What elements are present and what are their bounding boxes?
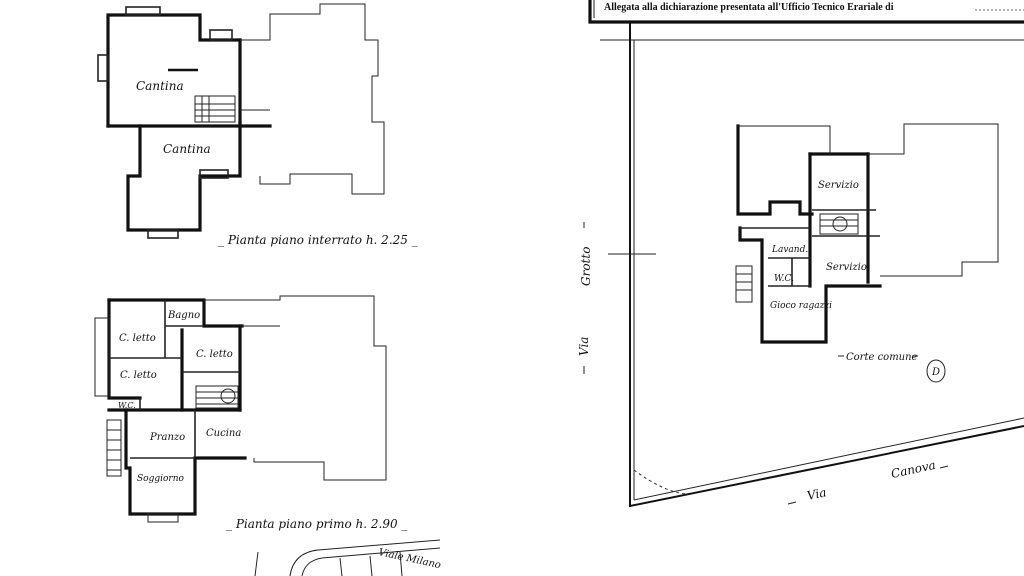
first-floor-caption: _ Pianta piano primo h. 2.90 _ xyxy=(226,517,407,531)
street-label-grotto: Grotto xyxy=(579,247,593,286)
first-floor-room-label: C. letto xyxy=(196,349,233,360)
first-floor-room-label: Pranzo xyxy=(149,432,185,443)
ground-floor-room-label: W.C. xyxy=(774,274,794,284)
viale-milano-fragment: Viale Milano xyxy=(254,539,442,576)
street-label-grotto-via: Via xyxy=(577,337,591,356)
ground-floor-room-label: Servizio xyxy=(818,180,859,191)
street-label-canova-via: Via xyxy=(806,485,828,503)
first-floor-room-label: Soggiorno xyxy=(137,474,185,484)
header-strip: Allegata alla dichiarazione presentata a… xyxy=(588,0,1024,41)
first-floor-room-label: C. letto xyxy=(120,370,157,381)
basement-stair xyxy=(194,95,236,123)
exterior-stair xyxy=(106,419,122,477)
street-label-canova: Canova xyxy=(890,458,937,481)
first-floor-stair xyxy=(195,385,239,409)
site-plan: Servizio Lavand. W.C. Servizio Gioco rag… xyxy=(577,21,1024,508)
first-floor-room-label: W.C. xyxy=(118,401,136,410)
ground-floor-room-label: Servizio xyxy=(826,262,867,273)
first-floor-plan: C. letto C. letto Bagno C. letto W.C. Pr… xyxy=(94,295,407,531)
ground-floor-stair xyxy=(819,213,859,235)
ground-exterior-stair xyxy=(735,265,753,303)
header-text: Allegata alla dichiarazione presentata a… xyxy=(604,2,894,13)
ground-floor-plan: Servizio Lavand. W.C. Servizio Gioco rag… xyxy=(735,123,999,344)
ground-floor-room-label: Lavand. xyxy=(771,245,808,255)
ground-floor-room-label: Gioco ragazzi xyxy=(770,301,832,311)
first-floor-room-label: Bagno xyxy=(167,310,200,321)
basement-plan: Cantina Cantina _ Pianta piano interrato… xyxy=(97,3,418,247)
plot-mark-circle xyxy=(926,359,946,383)
basement-caption: _ Pianta piano interrato h. 2.25 _ xyxy=(218,233,418,247)
first-floor-room-label: C. letto xyxy=(119,333,156,344)
plot-mark: D xyxy=(931,367,940,378)
basement-room-label: Cantina xyxy=(163,142,211,156)
first-floor-room-label: Cucina xyxy=(206,428,241,439)
courtyard-label: Corte comune xyxy=(846,352,918,363)
basement-room-label: Cantina xyxy=(136,79,184,93)
